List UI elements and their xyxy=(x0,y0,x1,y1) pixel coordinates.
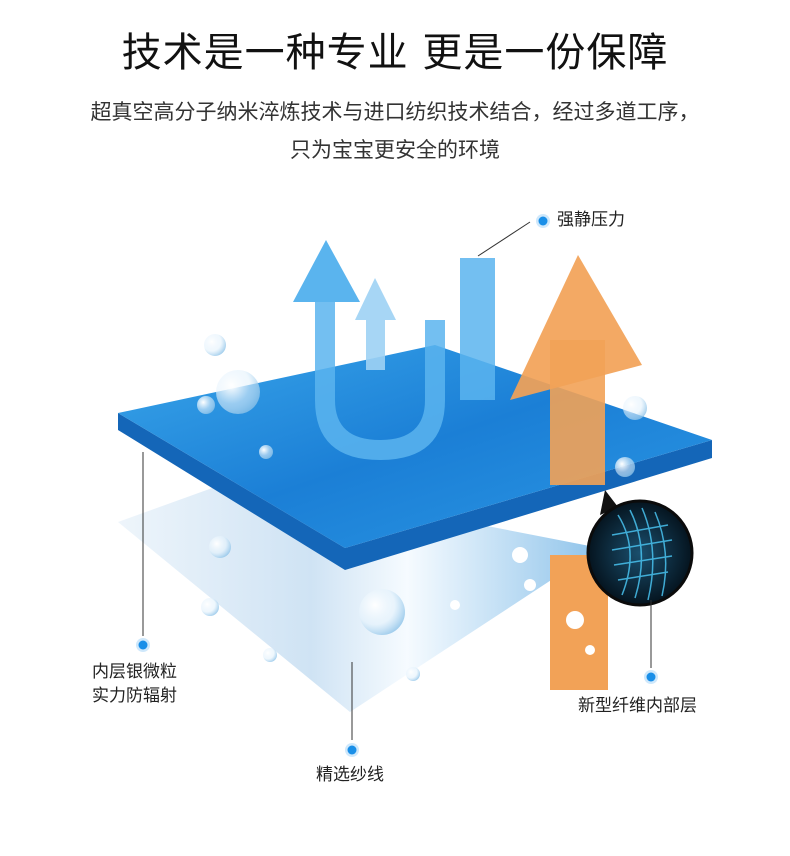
label-fiber-inner-layer: 新型纤维内部层 xyxy=(578,696,697,716)
yarn-layer xyxy=(118,478,600,712)
u-arrow-tail xyxy=(460,258,495,400)
label-selected-yarn: 精选纱线 xyxy=(316,765,384,785)
page-title: 技术是一种专业 更是一份保障 xyxy=(121,30,669,76)
u-arrow xyxy=(315,300,445,460)
subtitle-line-2: 只为宝宝更安全的环境 xyxy=(290,138,500,162)
fiber-zoom-circle xyxy=(586,499,694,607)
small-up-arrow xyxy=(355,278,396,370)
water-layer-side xyxy=(118,413,712,570)
fiber-strands xyxy=(611,507,673,601)
label-silver-particles-line2: 实力防辐射 xyxy=(92,686,177,706)
label-dots xyxy=(136,214,658,757)
leader-lines xyxy=(142,221,652,740)
subtitle-line-1: 超真空高分子纳米淬炼技术与进口纺织技术结合，经过多道工序， xyxy=(90,100,700,124)
water-bubbles xyxy=(197,334,647,681)
label-static-pressure: 强静压力 xyxy=(557,210,625,230)
u-arrow-head xyxy=(293,240,360,302)
label-silver-particles-line1: 内层银微粒 xyxy=(92,662,177,682)
orange-arrow-head xyxy=(510,255,642,400)
